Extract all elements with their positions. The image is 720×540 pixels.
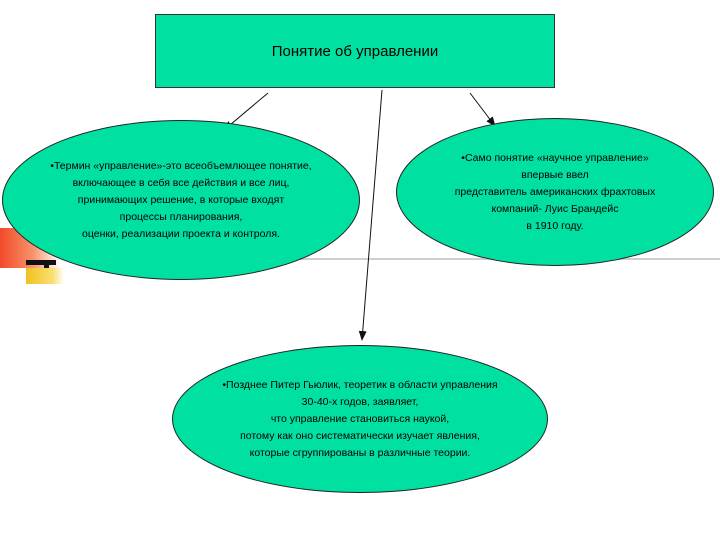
node-right-line: представитель американских фрахтовых [454, 185, 656, 198]
node-bottom-line: которые сгруппированы в различные теории… [249, 446, 471, 459]
node-bottom-line: что управление становиться наукой, [270, 412, 450, 425]
decorative-black-bar [26, 260, 56, 265]
title-box: Понятие об управлении [155, 14, 555, 88]
node-left-line: включающее в себя все действия и все лиц… [72, 176, 290, 189]
arrow-to-right-node [469, 92, 496, 127]
diagram-title: Понятие об управлении [271, 42, 439, 60]
arrow-to-bottom-node [358, 89, 383, 341]
node-bottom-line: •Позднее Питер Гьюлик, теоретик в област… [222, 378, 498, 391]
node-right-line: компаний- Луис Брандейс [491, 202, 619, 215]
node-right-line: впервые ввел [521, 168, 589, 181]
node-right: •Само понятие «научное управление» вперв… [396, 118, 714, 266]
node-left-text: •Термин «управление»-это всеобъемлющее п… [50, 158, 311, 243]
node-bottom-line: потому как оно систематически изучает яв… [240, 429, 480, 442]
node-right-line: •Само понятие «научное управление» [461, 151, 649, 164]
node-right-line: в 1910 году. [526, 219, 584, 232]
node-left-line: принимающих решение, в которые входят [77, 193, 285, 206]
node-bottom-text: •Позднее Питер Гьюлик, теоретик в област… [222, 377, 497, 462]
node-left-line: •Термин «управление»-это всеобъемлющее п… [50, 159, 312, 172]
decorative-yellow-bar [26, 268, 64, 284]
node-bottom: •Позднее Питер Гьюлик, теоретик в област… [172, 345, 548, 493]
node-left-line: оценки, реализации проекта и контроля. [82, 227, 280, 240]
node-right-text: •Само понятие «научное управление» вперв… [455, 150, 655, 235]
node-bottom-line: 30-40-х годов, заявляет, [301, 395, 419, 408]
node-left-line: процессы планирования, [119, 210, 243, 223]
node-left: •Термин «управление»-это всеобъемлющее п… [2, 120, 360, 280]
